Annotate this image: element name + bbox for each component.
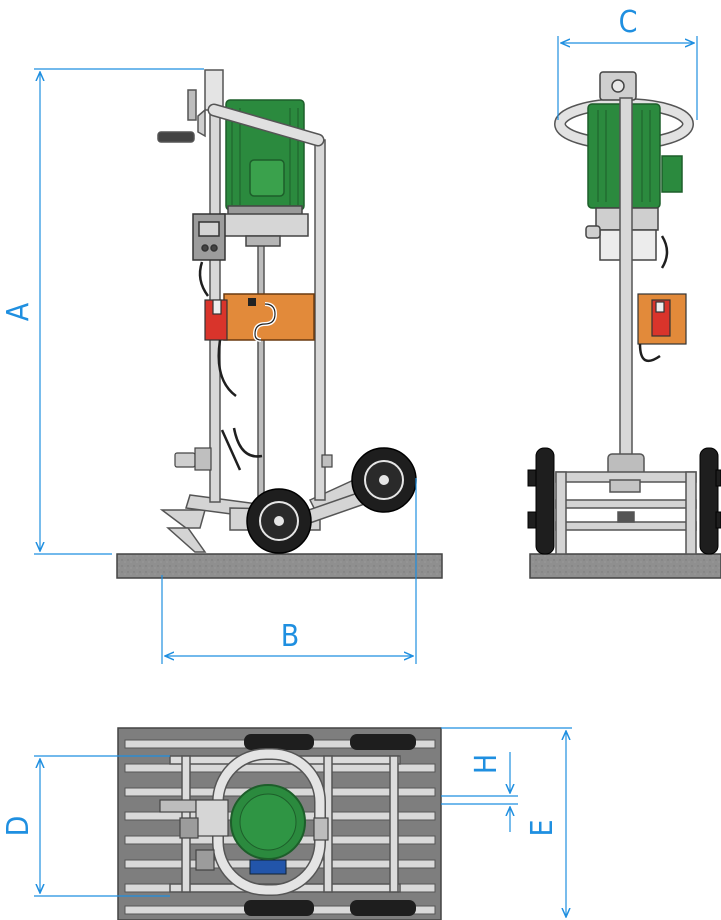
dimension-label-a: A (1, 302, 36, 321)
top-motor (230, 784, 306, 875)
side-ground-slab (116, 553, 443, 579)
front-orange-panel (637, 235, 687, 363)
front-view (527, 71, 721, 579)
dimension-label-c: C (619, 5, 638, 40)
side-red-plug (204, 299, 228, 341)
dimension-label-h: H (469, 754, 504, 774)
side-control-box (192, 213, 226, 261)
side-wheel-rear (351, 447, 417, 513)
side-wheel-front (246, 488, 312, 554)
top-view (117, 727, 442, 920)
front-crank-head (599, 71, 637, 101)
front-motor (587, 103, 683, 209)
front-ground-slab (529, 553, 721, 579)
top-wheels (244, 734, 416, 916)
side-crank-column (157, 69, 224, 143)
dimension-lines (34, 36, 698, 917)
side-pump-body (221, 213, 309, 247)
front-wheel-left (527, 447, 555, 555)
side-view (116, 69, 443, 579)
side-outlet-fitting (174, 447, 333, 471)
dimension-label-e: E (525, 819, 560, 836)
side-cables (198, 261, 263, 471)
front-mast (619, 97, 633, 459)
dimension-label-b: B (281, 619, 300, 654)
side-handle-bar (207, 103, 325, 147)
front-wheel-right (699, 447, 721, 555)
side-orange-panel (223, 293, 315, 342)
front-base-frame (555, 453, 697, 555)
top-fittings (159, 799, 329, 871)
dimension-label-d: D (1, 816, 36, 837)
